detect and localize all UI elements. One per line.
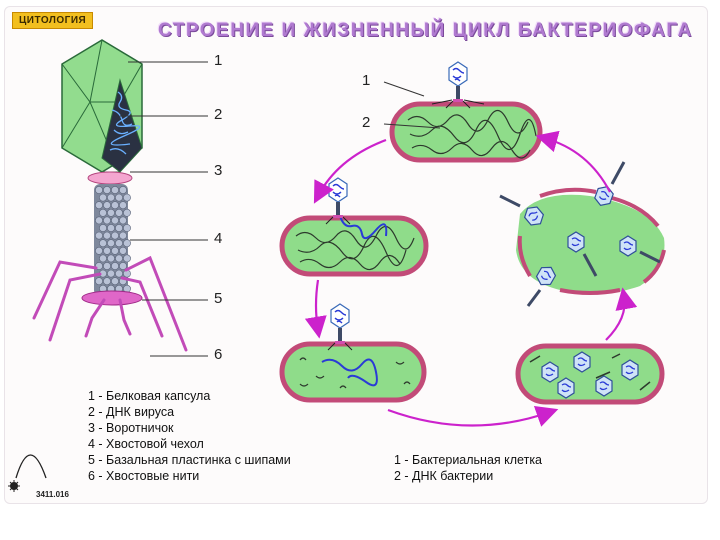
protein-capsid: [61, 39, 143, 173]
legend-item: 5 - Базальная пластинка с шипами: [88, 453, 291, 467]
phage-label-6: 6: [214, 346, 223, 363]
phage-legend: 1 - Белковая капсула 2 - ДНК вируса 3 - …: [88, 388, 291, 484]
stage-assembly: [515, 343, 665, 405]
subject-badge: ЦИТОЛОГИЯ: [12, 12, 94, 29]
legend-item: 2 - ДНК бактерии: [394, 469, 494, 483]
legend-item: 1 - Белковая капсула: [88, 389, 211, 403]
phage-structure: [32, 39, 208, 357]
publisher-logo: [8, 454, 47, 492]
tail-fibers: [32, 255, 188, 352]
legend-item: 2 - ДНК вируса: [88, 405, 175, 419]
cycle-arrows: [304, 130, 638, 427]
legend-item: 4 - Хвостовой чехол: [88, 437, 204, 451]
cycle-label-2: 2: [362, 114, 371, 131]
cycle-label-1: 1: [362, 72, 371, 89]
page-title: СТРОЕНИЕ И ЖИЗНЕННЫЙ ЦИКЛ БАКТЕРИОФАГА: [158, 20, 693, 41]
tail-sheath: [94, 184, 131, 296]
stage-attachment: [389, 61, 543, 163]
phage-label-3: 3: [214, 162, 223, 179]
legend-item: 6 - Хвостовые нити: [88, 469, 200, 483]
phage-label-1: 1: [214, 52, 223, 69]
phage-label-5: 5: [214, 290, 223, 307]
legend-item: 1 - Бактериальная клетка: [394, 453, 543, 467]
base-plate: [81, 290, 143, 306]
stage-replication: [279, 303, 427, 403]
collar: [87, 171, 133, 185]
catalog-code: 3411.016: [36, 490, 69, 499]
cycle-legend: 1 - Бактериальная клетка 2 - ДНК бактери…: [394, 452, 542, 484]
phage-label-2: 2: [214, 106, 223, 123]
phage-label-4: 4: [214, 230, 223, 247]
stage-injection: [279, 177, 429, 277]
life-cycle: [279, 61, 666, 427]
stage-lysis: [499, 161, 666, 307]
legend-item: 3 - Воротничок: [88, 421, 174, 435]
